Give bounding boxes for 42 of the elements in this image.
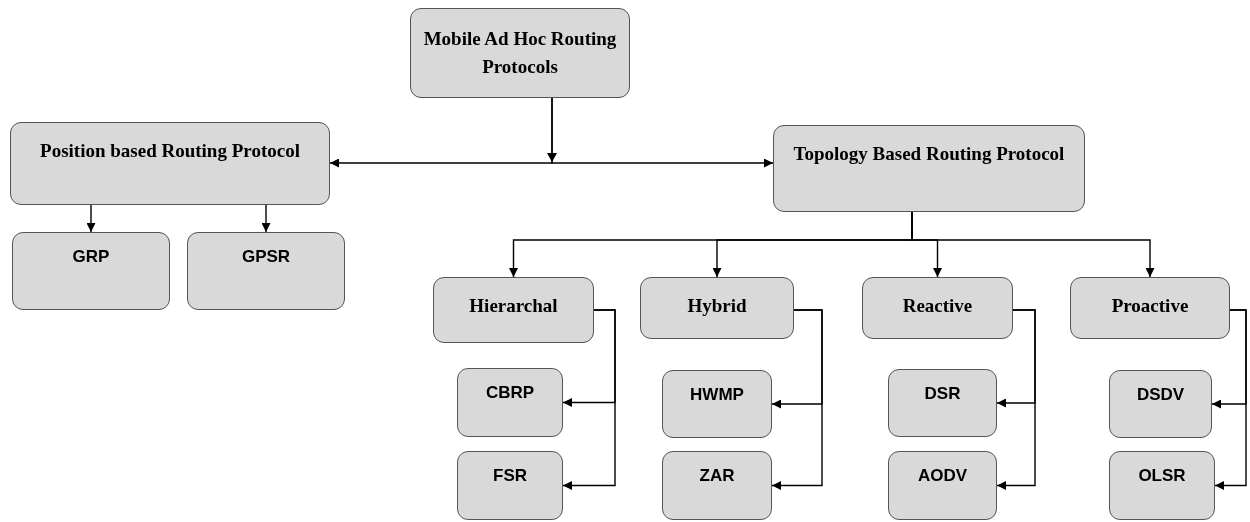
process-box [10, 122, 330, 205]
arrow [1214, 309, 1247, 490]
arrow [261, 204, 271, 233]
arrow [911, 211, 1155, 278]
process-box [433, 277, 594, 343]
box-label: GPSR [241, 247, 291, 267]
box-label: Topology Based Routing Protocol [793, 142, 1065, 166]
process-box [1070, 277, 1230, 339]
process-box [662, 451, 772, 520]
box-label: FSR [493, 466, 527, 486]
process-box [457, 451, 563, 520]
process-box [457, 368, 563, 437]
process-box [1109, 451, 1215, 520]
box-label: Hierarchal [469, 294, 558, 318]
arrow [996, 309, 1036, 490]
box-label: Position based Routing Protocol [40, 139, 300, 163]
box-label: CBRP [485, 383, 535, 403]
box-label: AODV [917, 466, 968, 486]
box-label: Reactive [902, 294, 973, 318]
process-box [12, 232, 170, 310]
box-label: Proactive [1111, 294, 1189, 318]
arrow [86, 204, 96, 233]
process-box [640, 277, 794, 339]
box-label: GRP [72, 247, 110, 267]
process-box [888, 369, 997, 437]
box-label: DSR [924, 384, 961, 404]
box-label: HWMP [690, 385, 744, 405]
process-box [410, 8, 630, 98]
box-label: Hybrid [687, 294, 747, 318]
box-label: DSDV [1136, 385, 1185, 405]
box-label: ZAR [699, 466, 735, 486]
arrow [771, 309, 823, 490]
box-label: OLSR [1138, 466, 1186, 486]
process-box [662, 370, 772, 438]
box-label: Mobile Ad Hoc Routing Protocols [422, 27, 618, 79]
process-box [862, 277, 1013, 339]
process-box [1109, 370, 1212, 438]
process-box [888, 451, 997, 520]
arrow [551, 97, 774, 168]
process-box [773, 125, 1085, 212]
arrow [562, 309, 616, 490]
process-box [187, 232, 345, 310]
